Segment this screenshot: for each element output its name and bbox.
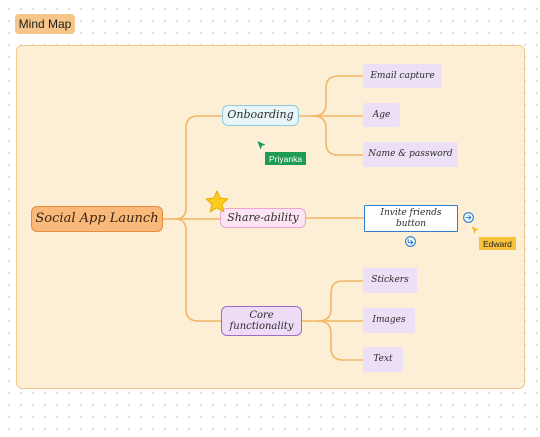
leaf-name-password[interactable]: Name & password xyxy=(363,142,458,167)
leaf-text[interactable]: Text xyxy=(363,347,403,372)
leaf-email-capture[interactable]: Email capture xyxy=(363,64,442,88)
root-node[interactable]: Social App Launch xyxy=(31,206,163,232)
leaf-stickers[interactable]: Stickers xyxy=(363,268,417,293)
cursor-label-priyanka: Priyanka xyxy=(265,152,307,165)
leaf-images[interactable]: Images xyxy=(363,308,415,333)
leaf-invite-friends-selected[interactable]: Invite friends button xyxy=(364,205,458,232)
frame-label[interactable]: Mind Map xyxy=(15,14,75,34)
branch-core-functionality[interactable]: Core functionality xyxy=(221,306,302,336)
add-node-below-icon[interactable] xyxy=(405,236,416,247)
cursor-label-edward: Edward xyxy=(479,237,516,250)
leaf-age[interactable]: Age xyxy=(363,103,400,127)
cursor-arrow-icon xyxy=(470,224,482,237)
branch-share-ability[interactable]: Share-ability xyxy=(220,208,306,228)
cursor-arrow-icon xyxy=(256,139,268,152)
add-node-right-icon[interactable] xyxy=(463,212,474,223)
star-icon[interactable] xyxy=(204,189,230,215)
branch-onboarding[interactable]: Onboarding xyxy=(222,105,299,126)
